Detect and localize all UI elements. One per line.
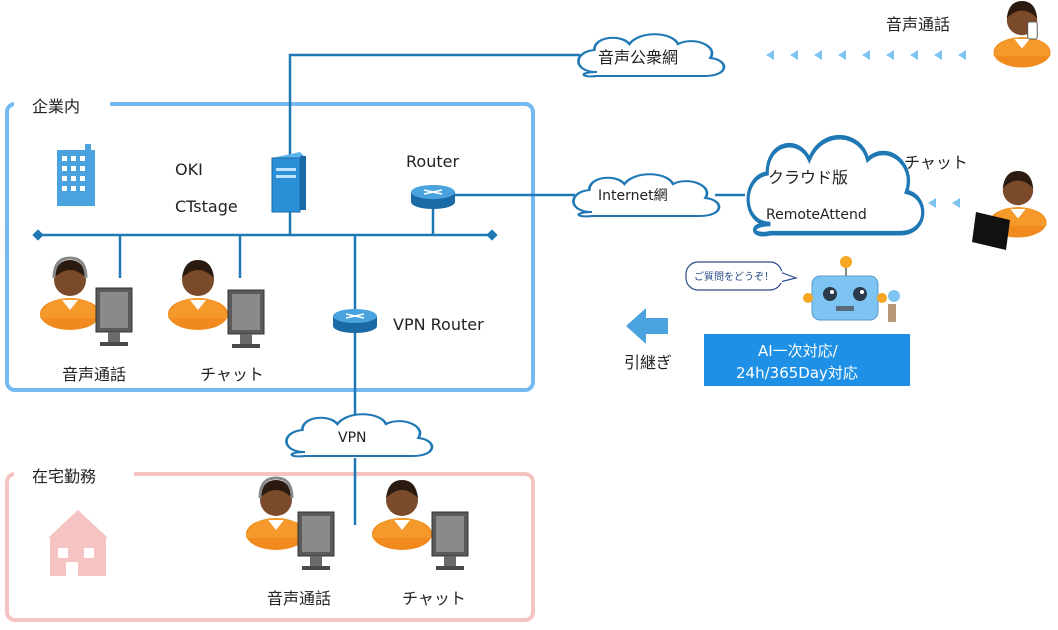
house-icon bbox=[48, 510, 108, 576]
home-chat-agent-label: チャット bbox=[402, 589, 466, 608]
server-label-line2: CTstage bbox=[175, 197, 238, 216]
customer-voice-person-icon bbox=[993, 0, 1051, 68]
corp-voice-agent-icon bbox=[40, 256, 133, 347]
home-zone-border bbox=[5, 472, 535, 622]
public-phone-cloud-label: 音声公衆網 bbox=[598, 48, 678, 67]
remote-attend-label-line1: クラウド版 bbox=[768, 168, 848, 187]
home-voice-agent-icon bbox=[246, 476, 335, 571]
handoff-arrow-icon bbox=[626, 308, 668, 344]
vpn-cloud-label: VPN bbox=[338, 430, 367, 446]
ai-info-box bbox=[704, 334, 910, 386]
corp-chat-agent-label: チャット bbox=[200, 365, 264, 384]
internet-cloud-label: Internet網 bbox=[598, 188, 668, 204]
voice-arrows bbox=[766, 50, 966, 60]
network-lines bbox=[38, 53, 745, 525]
ai-speech-bubble bbox=[685, 261, 799, 291]
home-chat-agent-icon bbox=[372, 480, 469, 571]
ai-info-line2: 24h/365Day対応 bbox=[736, 364, 858, 382]
corp-voice-agent-label: 音声通話 bbox=[62, 365, 126, 384]
chat-arrows bbox=[928, 198, 960, 208]
customer-voice-label: 音声通話 bbox=[886, 15, 950, 34]
corp-chat-agent-icon bbox=[168, 260, 265, 349]
customer-chat-label: チャット bbox=[904, 153, 968, 172]
vpn-router-icon bbox=[333, 309, 377, 333]
home-zone-label: 在宅勤務 bbox=[32, 467, 96, 486]
router-icon bbox=[411, 185, 455, 209]
server-icon bbox=[271, 152, 306, 213]
corp-zone-border bbox=[5, 102, 535, 392]
remote-attend-label-line2: RemoteAttend bbox=[766, 207, 867, 223]
robot-icon bbox=[803, 256, 900, 322]
home-voice-agent-label: 音声通話 bbox=[267, 589, 331, 608]
router-label: Router bbox=[406, 152, 459, 171]
ai-speech-text: ご質問をどうぞ！ bbox=[694, 270, 774, 283]
building-icon bbox=[57, 144, 95, 206]
customer-laptop-icon bbox=[972, 212, 1010, 250]
bus-endpoints bbox=[32, 229, 498, 241]
server-label-line1: OKI bbox=[175, 160, 203, 179]
vpn-router-label: VPN Router bbox=[393, 315, 484, 334]
handoff-label: 引継ぎ bbox=[624, 353, 672, 372]
ai-info-line1: AI一次対応/ bbox=[758, 342, 839, 360]
corp-zone-label: 企業内 bbox=[32, 97, 80, 116]
